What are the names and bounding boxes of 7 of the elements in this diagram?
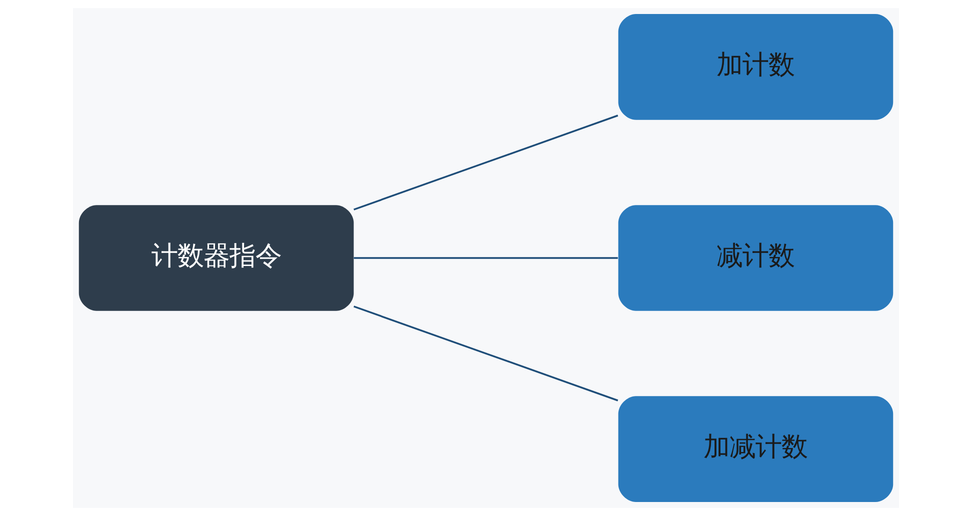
node-box: 加减计数 [618, 396, 894, 502]
node-box: 计数器指令 [78, 205, 354, 311]
node-box: 减计数 [618, 205, 894, 311]
connector [354, 114, 618, 210]
node-box: 加计数 [618, 14, 894, 120]
connector [354, 257, 618, 259]
connector [354, 306, 618, 402]
